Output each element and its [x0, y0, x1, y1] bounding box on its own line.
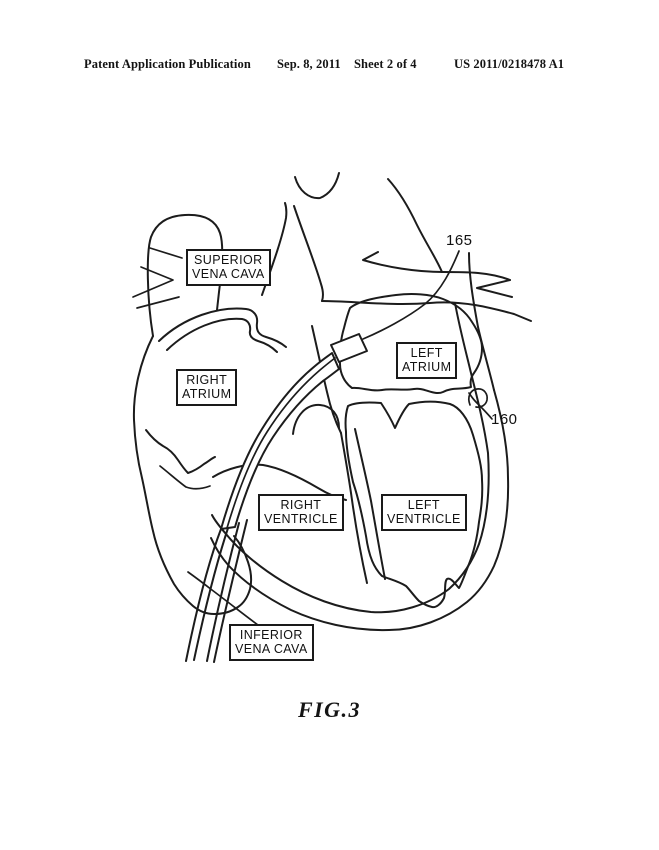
right-atrium-left-edge	[132, 335, 253, 615]
pulmonary-vein-line	[468, 252, 495, 391]
label-line: INFERIOR	[239, 628, 303, 642]
label-line: VENTRICLE	[264, 512, 338, 527]
label-line: RIGHT	[186, 373, 228, 387]
aorta-edge	[387, 178, 443, 273]
label-line: LEFT	[407, 498, 440, 512]
septum-right	[354, 428, 386, 580]
left-atrium-outline	[338, 293, 483, 394]
leader-165	[362, 250, 460, 340]
leader-160	[468, 392, 493, 420]
heart-drawing	[132, 172, 532, 663]
ivc-line-4	[213, 519, 248, 663]
left-vessel-line-2	[136, 296, 180, 309]
vessel-band-bottom	[321, 300, 532, 322]
valve-bump	[292, 403, 340, 435]
pulmonary-left-edge	[293, 205, 324, 302]
catheter-tip	[330, 333, 368, 363]
right-atrium-floor-inner	[159, 465, 211, 490]
septum-left	[340, 432, 368, 584]
vessel-band-fork	[476, 279, 513, 298]
left-vessel-line-1	[149, 247, 183, 259]
label-line: ATRIUM	[402, 360, 452, 375]
header-sheet: Sheet 2 of 4	[354, 57, 417, 71]
header-doc-number: US 2011/0218478 A1	[454, 57, 565, 71]
header-date: Sep. 8, 2011	[277, 57, 341, 71]
label-line: SUPERIOR	[194, 253, 263, 267]
right-atrium-floor	[145, 429, 216, 474]
pulmonary-notch-arc	[294, 172, 340, 200]
label-line: VENTRICLE	[387, 512, 461, 527]
label-line: VENA CAVA	[192, 267, 265, 282]
vessel-band-top	[362, 251, 511, 281]
label-box-left-ventricle: LEFT VENTRICLE	[381, 494, 467, 531]
ivc-line-3	[206, 522, 240, 662]
left-vessel-chevron	[132, 266, 174, 298]
left-ventricle-outline	[344, 400, 484, 609]
leader-ivc	[187, 571, 263, 629]
label-box-left-atrium: LEFT ATRIUM	[396, 342, 458, 379]
label-line: ATRIUM	[182, 387, 232, 402]
ra-roof-inner	[166, 317, 278, 353]
reference-numeral-165: 165	[446, 232, 473, 249]
reference-numeral-160: 160	[491, 411, 518, 428]
header-publication: Patent Application Publication	[84, 57, 251, 71]
ivc-line-1	[185, 528, 222, 662]
label-box-right-ventricle: RIGHT VENTRICLE	[258, 494, 344, 531]
heart-outer-wall	[210, 389, 510, 632]
label-line: VENA CAVA	[235, 642, 308, 657]
atrial-septum-line	[311, 325, 342, 434]
label-line: RIGHT	[280, 498, 322, 512]
catheter-inner-line	[226, 357, 336, 529]
label-box-right-atrium: RIGHT ATRIUM	[176, 369, 238, 406]
label-box-inferior-vena-cava: INFERIOR VENA CAVA	[229, 624, 314, 661]
ra-roof-outer	[158, 307, 287, 348]
label-box-superior-vena-cava: SUPERIOR VENA CAVA	[186, 249, 271, 286]
heart-inner-wall	[211, 302, 490, 614]
figure-caption: FIG.3	[297, 697, 362, 722]
label-line: LEFT	[410, 346, 443, 360]
